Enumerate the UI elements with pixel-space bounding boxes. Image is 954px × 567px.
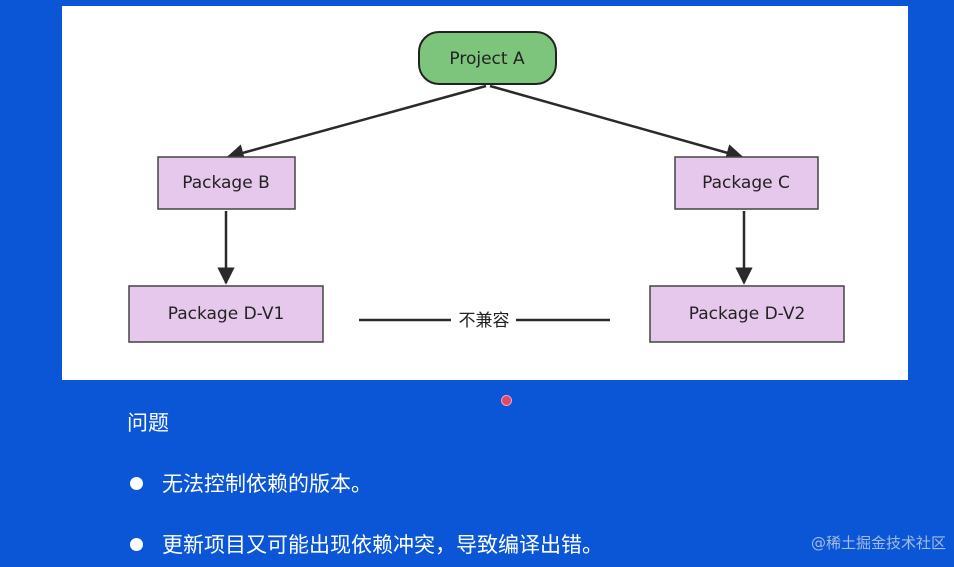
node-package-b-label: Package B bbox=[182, 173, 270, 193]
node-package-b-shape bbox=[157, 156, 296, 210]
pointer-dot bbox=[501, 395, 512, 406]
bullet-dot-icon bbox=[130, 537, 143, 551]
node-package-c-label: Package C bbox=[702, 173, 790, 193]
node-package-d-v1-label: Package D-V1 bbox=[168, 304, 285, 324]
dependency-diagram: Project A Package B Package C Package D-… bbox=[128, 31, 845, 343]
node-package-c-shape bbox=[674, 156, 819, 210]
node-package-d-v1: Package D-V1 bbox=[128, 285, 324, 343]
bullet-item-1: 无法控制依赖的版本。 bbox=[130, 468, 372, 498]
section-heading: 问题 bbox=[127, 411, 169, 435]
watermark: @稀土掘金技术社区 bbox=[810, 534, 946, 552]
node-package-d-v2: Package D-V2 bbox=[649, 285, 845, 343]
node-package-c: Package C bbox=[674, 156, 819, 210]
edge-a-to-c bbox=[489, 84, 744, 162]
bullet-item-2: 更新项目又可能出现依赖冲突，导致编译出错。 bbox=[130, 529, 603, 559]
node-package-d-v2-shape bbox=[649, 285, 845, 343]
node-project-a: Project A bbox=[418, 31, 557, 85]
node-package-b: Package B bbox=[157, 156, 296, 210]
bullet-dot-icon bbox=[130, 476, 143, 490]
node-package-d-v2-label: Package D-V2 bbox=[689, 304, 806, 324]
edge-a-to-b bbox=[226, 84, 487, 162]
node-project-a-shape bbox=[418, 31, 557, 85]
bullet-item-1-text: 无法控制依赖的版本。 bbox=[162, 472, 372, 496]
node-project-a-label: Project A bbox=[449, 49, 525, 69]
diagram-panel: Project A Package B Package C Package D-… bbox=[62, 6, 908, 380]
node-package-d-v1-shape bbox=[128, 285, 324, 343]
conflict-label: 不兼容 bbox=[459, 311, 510, 331]
bullet-item-2-text: 更新项目又可能出现依赖冲突，导致编译出错。 bbox=[162, 533, 603, 557]
